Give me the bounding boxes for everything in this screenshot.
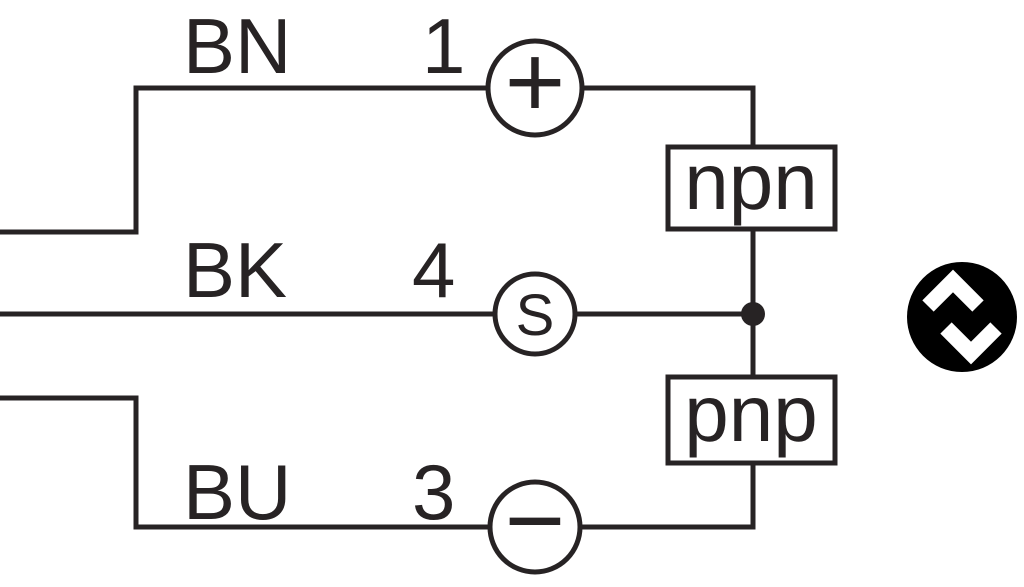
wire-label-bn: BN: [183, 2, 291, 90]
wire-bu-left: [0, 395, 490, 530]
pin-label-4: 4: [412, 226, 455, 314]
wire-label-bu: BU: [183, 448, 291, 536]
wire-bn-left: [0, 85, 488, 235]
terminal-plus-symbol: +: [505, 24, 566, 140]
wire-label-bk: BK: [183, 226, 287, 314]
terminal-minus-circle: [487, 479, 583, 575]
wire-bn-right: [582, 85, 756, 147]
terminal-s-symbol: S: [516, 283, 555, 348]
chevron-up-icon: [922, 269, 984, 312]
chevron-down-icon: [940, 322, 1002, 365]
terminal-s-circle: [492, 271, 578, 357]
terminal-minus-symbol: −: [505, 463, 566, 579]
wire-pnp-to-minus: [580, 463, 756, 530]
pnp-label: pnp: [684, 369, 817, 458]
labels-group: BN 1 + BK 4 S BU 3 − npn pnp: [183, 2, 818, 579]
pnp-box: [665, 374, 838, 466]
terminal-plus-circle: [485, 38, 585, 138]
swap-arrows-icon: [907, 262, 1017, 372]
junction-dot: [741, 302, 765, 326]
npn-label: npn: [684, 137, 817, 226]
pin-label-3: 3: [412, 448, 455, 536]
pin-label-1: 1: [422, 2, 465, 90]
swap-arrows-icon-bg: [907, 262, 1017, 372]
npn-box: [665, 144, 838, 232]
